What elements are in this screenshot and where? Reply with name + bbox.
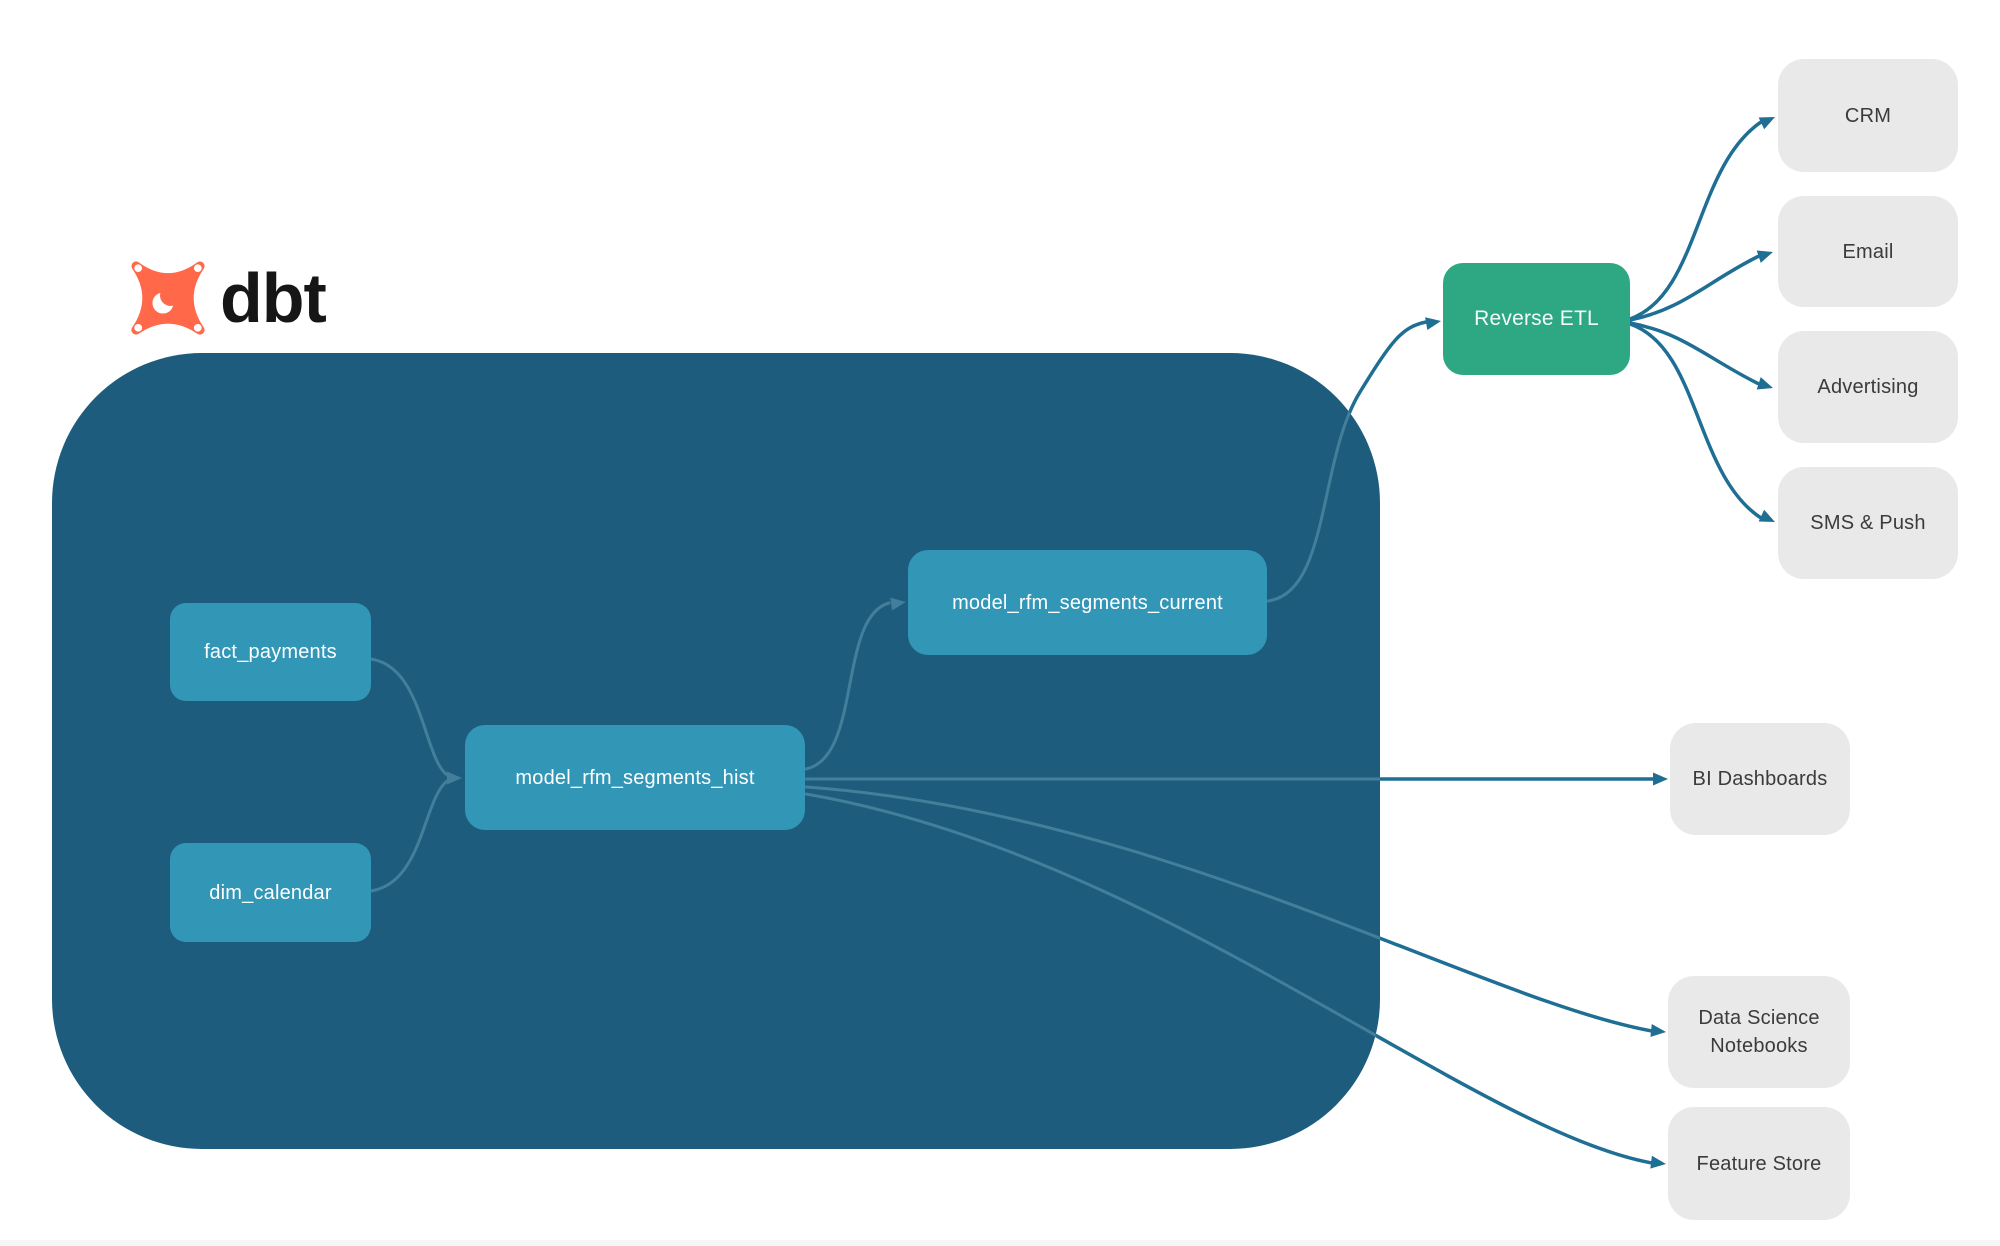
- arrowhead-into-dsn: [1650, 1023, 1666, 1037]
- arrowhead-into-email: [1756, 250, 1773, 263]
- node-dim-calendar: dim_calendar: [170, 843, 371, 942]
- arrowhead-into-sms: [1758, 509, 1775, 522]
- node-data-science-notebooks: Data Science Notebooks: [1668, 976, 1850, 1088]
- arrowhead-into-retl: [1425, 317, 1441, 331]
- node-model-rfm-segments-hist: model_rfm_segments_hist: [465, 725, 805, 830]
- node-sms-push: SMS & Push: [1778, 467, 1958, 579]
- node-reverse-etl: Reverse ETL: [1443, 263, 1630, 375]
- edge-retl-to-advertising: [1628, 321, 1761, 386]
- bottom-strip: [0, 1240, 2000, 1246]
- dbt-logo-icon: [131, 261, 205, 335]
- node-model-rfm-segments-current: model_rfm_segments_current: [908, 550, 1267, 655]
- edge-retl-to-crm: [1628, 120, 1763, 321]
- arrowhead-into-advertising: [1756, 377, 1773, 390]
- edge-retl-to-email: [1628, 254, 1761, 322]
- node-advertising: Advertising: [1778, 331, 1958, 443]
- arrowhead-into-bi: [1653, 772, 1668, 786]
- arrowhead-into-fs: [1650, 1155, 1666, 1169]
- dbt-logo: dbt: [126, 252, 327, 344]
- node-fact-payments: fact_payments: [170, 603, 371, 701]
- node-email: Email: [1778, 196, 1958, 307]
- node-crm: CRM: [1778, 59, 1958, 172]
- node-bi-dashboards: BI Dashboards: [1670, 723, 1850, 835]
- dbt-wordmark: dbt: [220, 259, 327, 337]
- node-feature-store: Feature Store: [1668, 1107, 1850, 1220]
- arrowhead-into-crm: [1758, 117, 1775, 130]
- edge-retl-to-sms: [1628, 322, 1763, 520]
